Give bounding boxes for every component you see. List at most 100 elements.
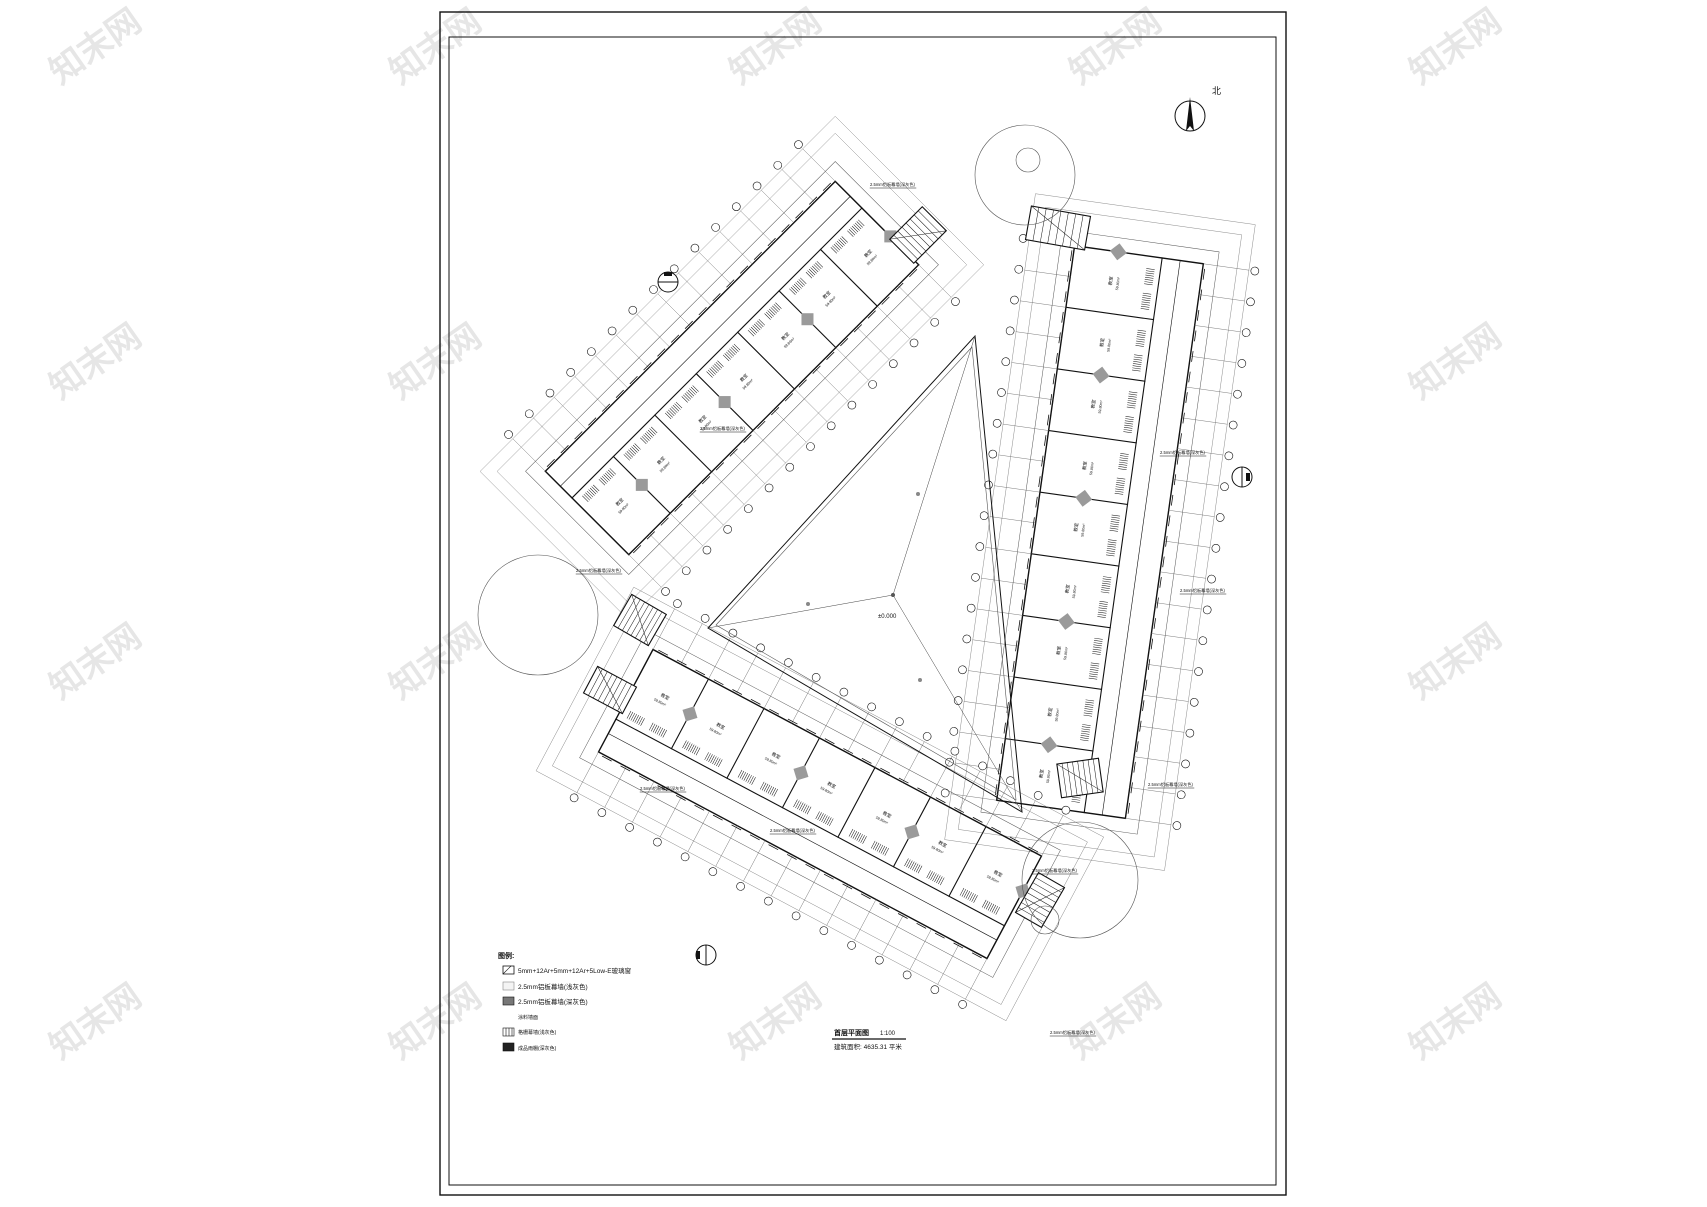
- desk-mark: [989, 903, 995, 912]
- window: [1147, 659, 1151, 670]
- window: [688, 489, 697, 499]
- grid-axis: [1203, 263, 1250, 271]
- grid-axis: [1159, 571, 1206, 579]
- desk-mark: [683, 394, 690, 402]
- desk-mark: [690, 386, 698, 394]
- column: [793, 765, 809, 781]
- stair-tread: [617, 684, 632, 712]
- desk-mark: [1080, 732, 1090, 735]
- desk-mark: [993, 905, 999, 914]
- grid-axis: [1177, 448, 1224, 456]
- window: [1061, 311, 1064, 323]
- legend-text-glass: 5mm+12Ar+5mm+12Ar+5Low-E玻璃窗: [518, 966, 631, 975]
- desk-mark: [1136, 340, 1145, 343]
- desk-mark: [1126, 406, 1136, 409]
- desk-mark: [1101, 589, 1110, 592]
- grid-axis: [1185, 386, 1232, 394]
- grid-bubble: [889, 359, 898, 368]
- desk-mark: [804, 805, 810, 814]
- room-area: 59.80m²: [1054, 707, 1060, 721]
- room-label: 教室: [826, 780, 838, 791]
- desk-mark: [628, 711, 634, 720]
- window: [1142, 700, 1145, 712]
- room-label: 教室: [821, 289, 833, 301]
- corridor-line: [1101, 260, 1181, 816]
- window: [1182, 412, 1185, 424]
- desk-mark: [684, 393, 691, 400]
- grid-axis: [1151, 633, 1198, 641]
- desk-mark: [1136, 338, 1145, 341]
- entrance-canopy-arc: [1021, 821, 1139, 939]
- room-label: 教室: [1081, 460, 1089, 470]
- desk-mark: [588, 489, 595, 496]
- grid-axis: [628, 554, 662, 588]
- room-area: 59.80m²: [986, 875, 1000, 885]
- window: [880, 767, 891, 774]
- window: [632, 545, 642, 554]
- room-label: 教室: [697, 413, 709, 425]
- desk-mark: [729, 348, 736, 355]
- column: [718, 396, 731, 409]
- desk-mark: [1107, 543, 1117, 546]
- grid-axis: [994, 485, 1041, 493]
- desk-mark: [1120, 453, 1129, 455]
- desk-mark: [1093, 646, 1102, 649]
- desk-mark: [603, 474, 610, 481]
- window: [879, 903, 890, 910]
- desk-mark: [850, 829, 856, 838]
- room-area: 59.80m²: [1106, 338, 1112, 352]
- grid-axis: [512, 438, 546, 472]
- window: [1153, 618, 1156, 629]
- legend-heading: 图例:: [498, 951, 514, 960]
- grid-axis: [576, 751, 599, 793]
- desk-strip: [1114, 477, 1126, 495]
- desk-mark: [754, 323, 761, 331]
- grid-axis: [1138, 725, 1185, 733]
- window: [638, 775, 649, 782]
- window: [1199, 289, 1203, 301]
- grid-bubble: [958, 665, 967, 675]
- desk-mark: [626, 451, 634, 458]
- stair-tread: [1082, 760, 1088, 795]
- grid-bubble: [791, 911, 801, 921]
- grid-bubble: [826, 421, 836, 431]
- window: [743, 434, 752, 443]
- grid-bubble: [868, 380, 877, 389]
- grid-axis: [1020, 300, 1067, 308]
- wall-note: 2.5mm铝板幕墙(深灰色): [1148, 781, 1194, 788]
- desk-strip: [1140, 292, 1152, 310]
- desk-mark: [1146, 268, 1155, 270]
- desk-mark: [797, 801, 802, 810]
- window: [861, 757, 872, 764]
- grid-axis: [687, 810, 710, 852]
- desk-mark: [640, 437, 647, 444]
- window: [615, 389, 624, 398]
- grid-bubble: [597, 808, 607, 817]
- desk-mark: [1102, 576, 1112, 578]
- desk-mark: [765, 311, 773, 319]
- window: [1023, 578, 1027, 590]
- watermark-text: 知末网: [1402, 316, 1508, 407]
- stair-tread: [1047, 209, 1054, 244]
- desk-mark: [854, 222, 862, 230]
- window: [897, 913, 908, 919]
- window: [823, 873, 834, 880]
- desk-mark: [750, 326, 758, 334]
- window: [786, 854, 797, 860]
- watermark-text: 知末网: [1062, 1, 1168, 92]
- window: [1046, 414, 1050, 426]
- grid-axis: [763, 667, 786, 709]
- window: [1018, 619, 1021, 631]
- stair-tread: [621, 599, 641, 631]
- desk-mark: [1088, 675, 1098, 678]
- legend-text-dark-panel: 2.5mm铝板幕墙(深灰色): [518, 997, 588, 1006]
- window: [629, 375, 638, 385]
- grid-axis: [690, 492, 724, 526]
- window: [684, 320, 693, 329]
- grid-bubble: [895, 717, 904, 726]
- desk-strip: [830, 236, 848, 254]
- grid-axis: [968, 670, 1015, 678]
- grid-axis: [711, 471, 745, 505]
- stair-tread: [634, 606, 654, 639]
- wall-note: 2.5mm铝板幕墙(深灰色): [1032, 867, 1078, 874]
